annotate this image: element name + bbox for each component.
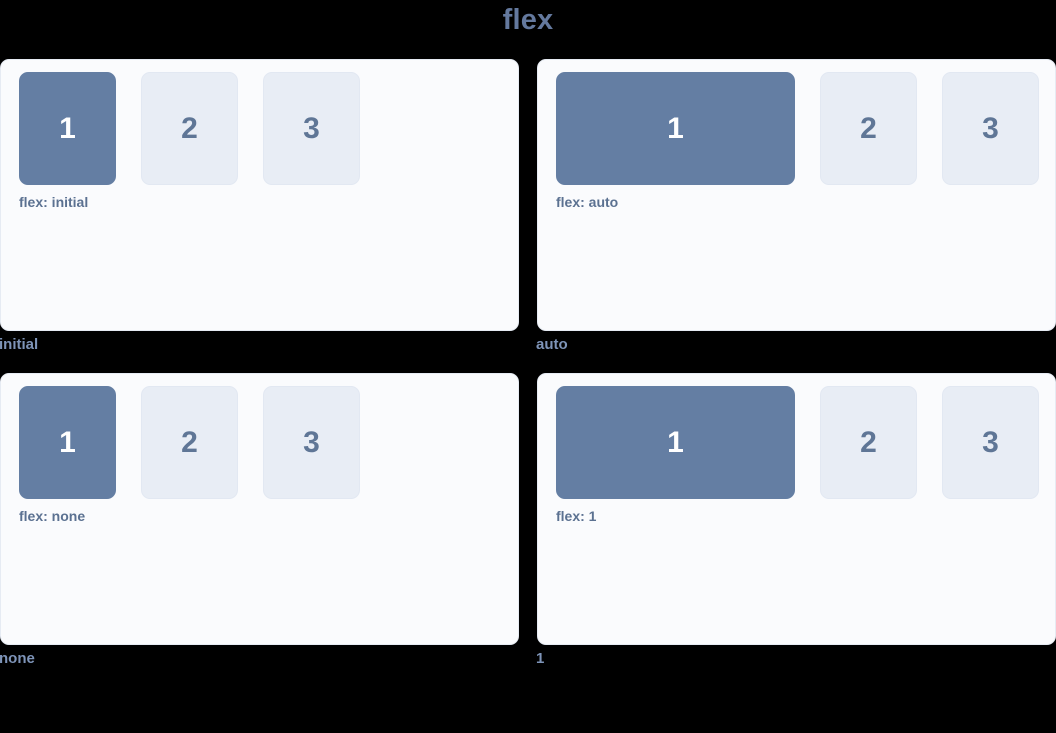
flex-item-3: 3: [942, 386, 1039, 499]
demo-panel-initial: 1 2 3 flex: initial: [0, 59, 519, 331]
flex-note: flex: 1: [556, 508, 597, 524]
demo-cell-none: 1 2 3 flex: none none: [0, 373, 519, 669]
flex-item-label: 3: [303, 111, 320, 145]
flex-note: flex: none: [19, 508, 86, 524]
flex-item-3: 3: [263, 386, 360, 499]
flex-item-1: 1: [556, 386, 795, 499]
flex-item-2: 2: [820, 386, 917, 499]
demo-caption-none: none: [0, 650, 35, 667]
flex-item-label: 2: [181, 425, 198, 459]
flex-item-label: 3: [982, 425, 999, 459]
flex-item-3: 3: [263, 72, 360, 185]
demo-cell-one: 1 2 3 flex: 1 1: [536, 373, 1056, 669]
demo-cell-auto: 1 2 3 flex: auto auto: [536, 59, 1056, 355]
demo-cell-initial: 1 2 3 flex: initial initial: [0, 59, 519, 355]
flex-item-label: 1: [667, 111, 684, 145]
demo-caption-initial: initial: [0, 336, 39, 353]
flex-item-label: 1: [59, 111, 76, 145]
flex-item-label: 2: [181, 111, 198, 145]
flex-item-2: 2: [141, 72, 238, 185]
flex-item-1: 1: [556, 72, 795, 185]
demo-panel-auto: 1 2 3 flex: auto: [537, 59, 1056, 331]
flex-container-auto: 1 2 3: [556, 72, 1039, 185]
flex-item-label: 3: [982, 111, 999, 145]
flex-item-label: 2: [860, 425, 877, 459]
flex-item-label: 1: [667, 425, 684, 459]
demo-panel-none: 1 2 3 flex: none: [0, 373, 519, 645]
demo-caption-auto: auto: [536, 336, 568, 353]
flex-container-one: 1 2 3: [556, 386, 1039, 499]
flex-note: flex: initial: [19, 194, 89, 210]
flex-item-label: 2: [860, 111, 877, 145]
flex-container-none: 1 2 3: [19, 386, 502, 499]
flex-item-1: 1: [19, 386, 116, 499]
flex-item-3: 3: [942, 72, 1039, 185]
page-title: flex: [502, 4, 554, 36]
flex-item-1: 1: [19, 72, 116, 185]
flex-item-2: 2: [141, 386, 238, 499]
flex-item-2: 2: [820, 72, 917, 185]
demo-panel-one: 1 2 3 flex: 1: [537, 373, 1056, 645]
flex-container-initial: 1 2 3: [19, 72, 502, 185]
demo-grid: 1 2 3 flex: initial initial 1: [0, 59, 1056, 669]
demo-caption-one: 1: [536, 650, 545, 667]
flex-note: flex: auto: [556, 194, 619, 210]
flex-item-label: 3: [303, 425, 320, 459]
flex-item-label: 1: [59, 425, 76, 459]
